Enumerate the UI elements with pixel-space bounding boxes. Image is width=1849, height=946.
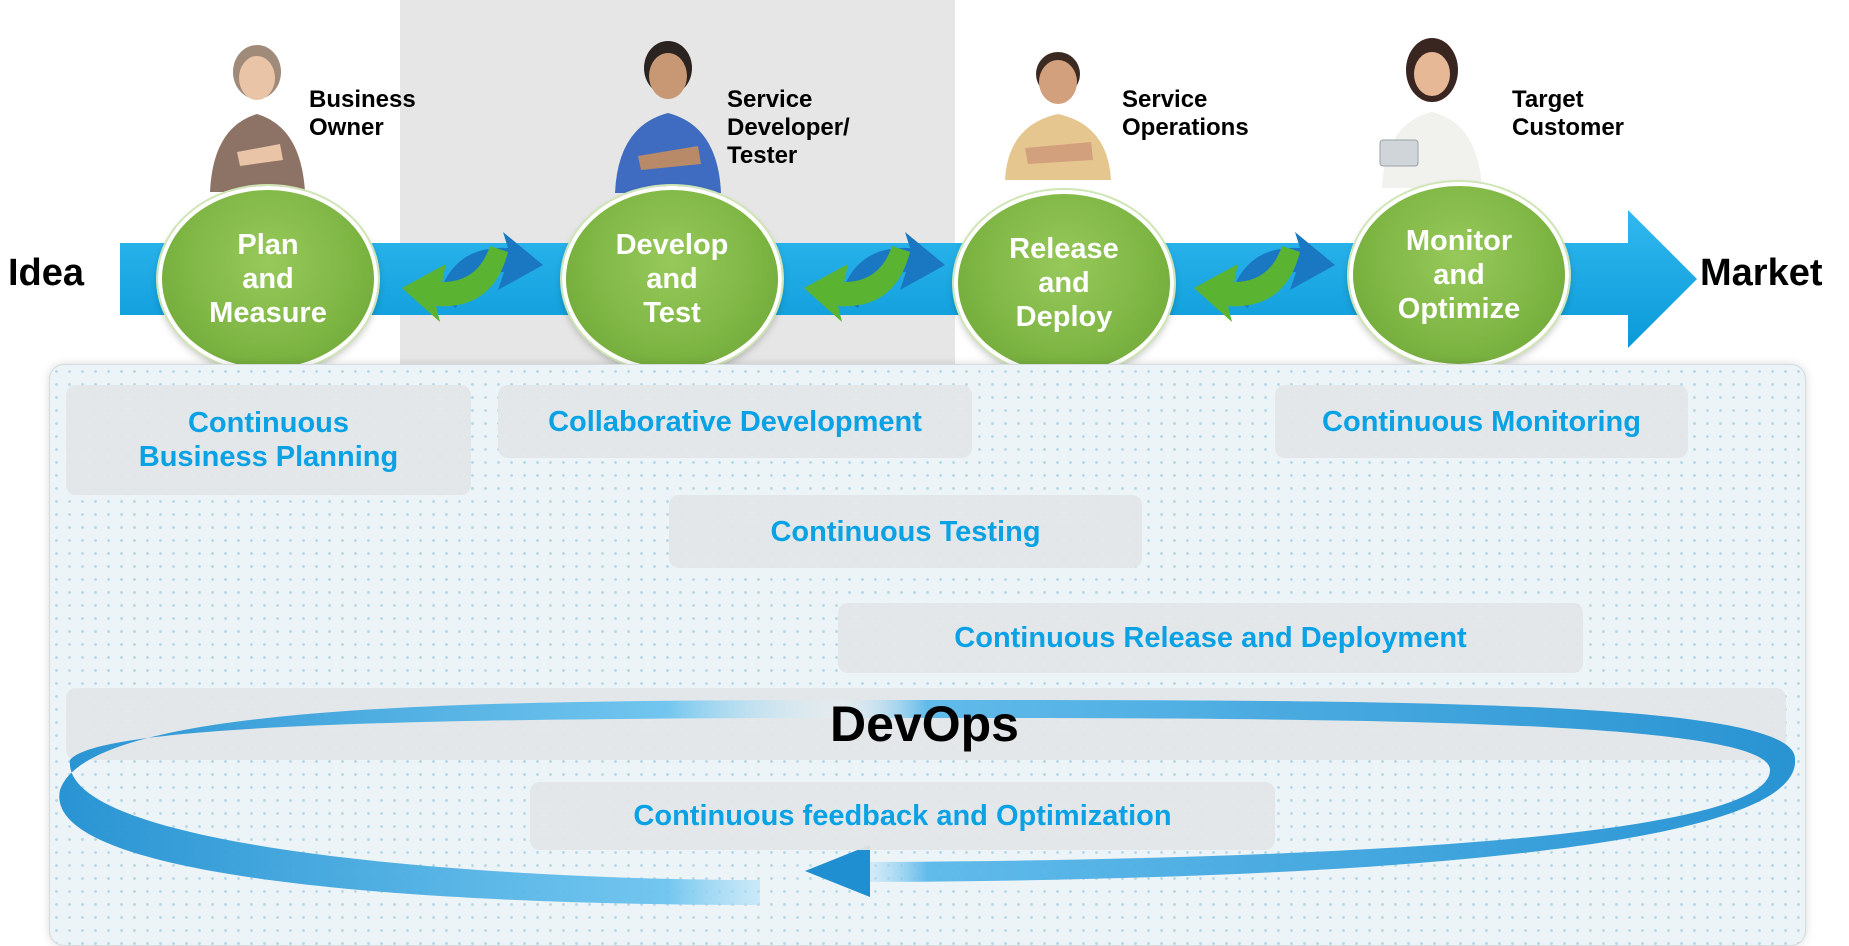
practice-continuous-business-planning: Continuous Business Planning (66, 385, 471, 495)
role-target-customer: Target Customer (1512, 86, 1625, 141)
role-service-developer-tester: Service Developer/ Tester (727, 86, 850, 169)
flow-end-label: Market (1700, 252, 1823, 294)
practice-continuous-monitoring: Continuous Monitoring (1275, 385, 1688, 458)
practice-continuous-release-and-deployment: Continuous Release and Deployment (838, 603, 1583, 673)
person-icon (1005, 52, 1111, 180)
practice-continuous-feedback-and-optimization: Continuous feedback and Optimization (530, 782, 1275, 850)
cycle-arrows-icon (402, 232, 543, 322)
role-service-operations: Service Operations (1122, 86, 1249, 141)
phase-plan-and-measure: Plan and Measure (158, 186, 378, 372)
person-icon (1379, 38, 1482, 188)
flow-start-label: Idea (8, 252, 85, 294)
phase-monitor-and-optimize: Monitor and Optimize (1349, 182, 1569, 368)
practice-collaborative-development: Collaborative Development (498, 385, 972, 458)
cycle-arrows-icon (1194, 232, 1335, 322)
cycle-arrows-icon (804, 232, 945, 322)
phase-release-and-deploy: Release and Deploy (954, 190, 1174, 376)
person-icon (210, 45, 305, 192)
devops-title: DevOps (830, 696, 1019, 752)
person-icon (615, 41, 721, 193)
practice-continuous-testing: Continuous Testing (669, 495, 1142, 568)
role-business-owner: Business Owner (309, 86, 416, 141)
